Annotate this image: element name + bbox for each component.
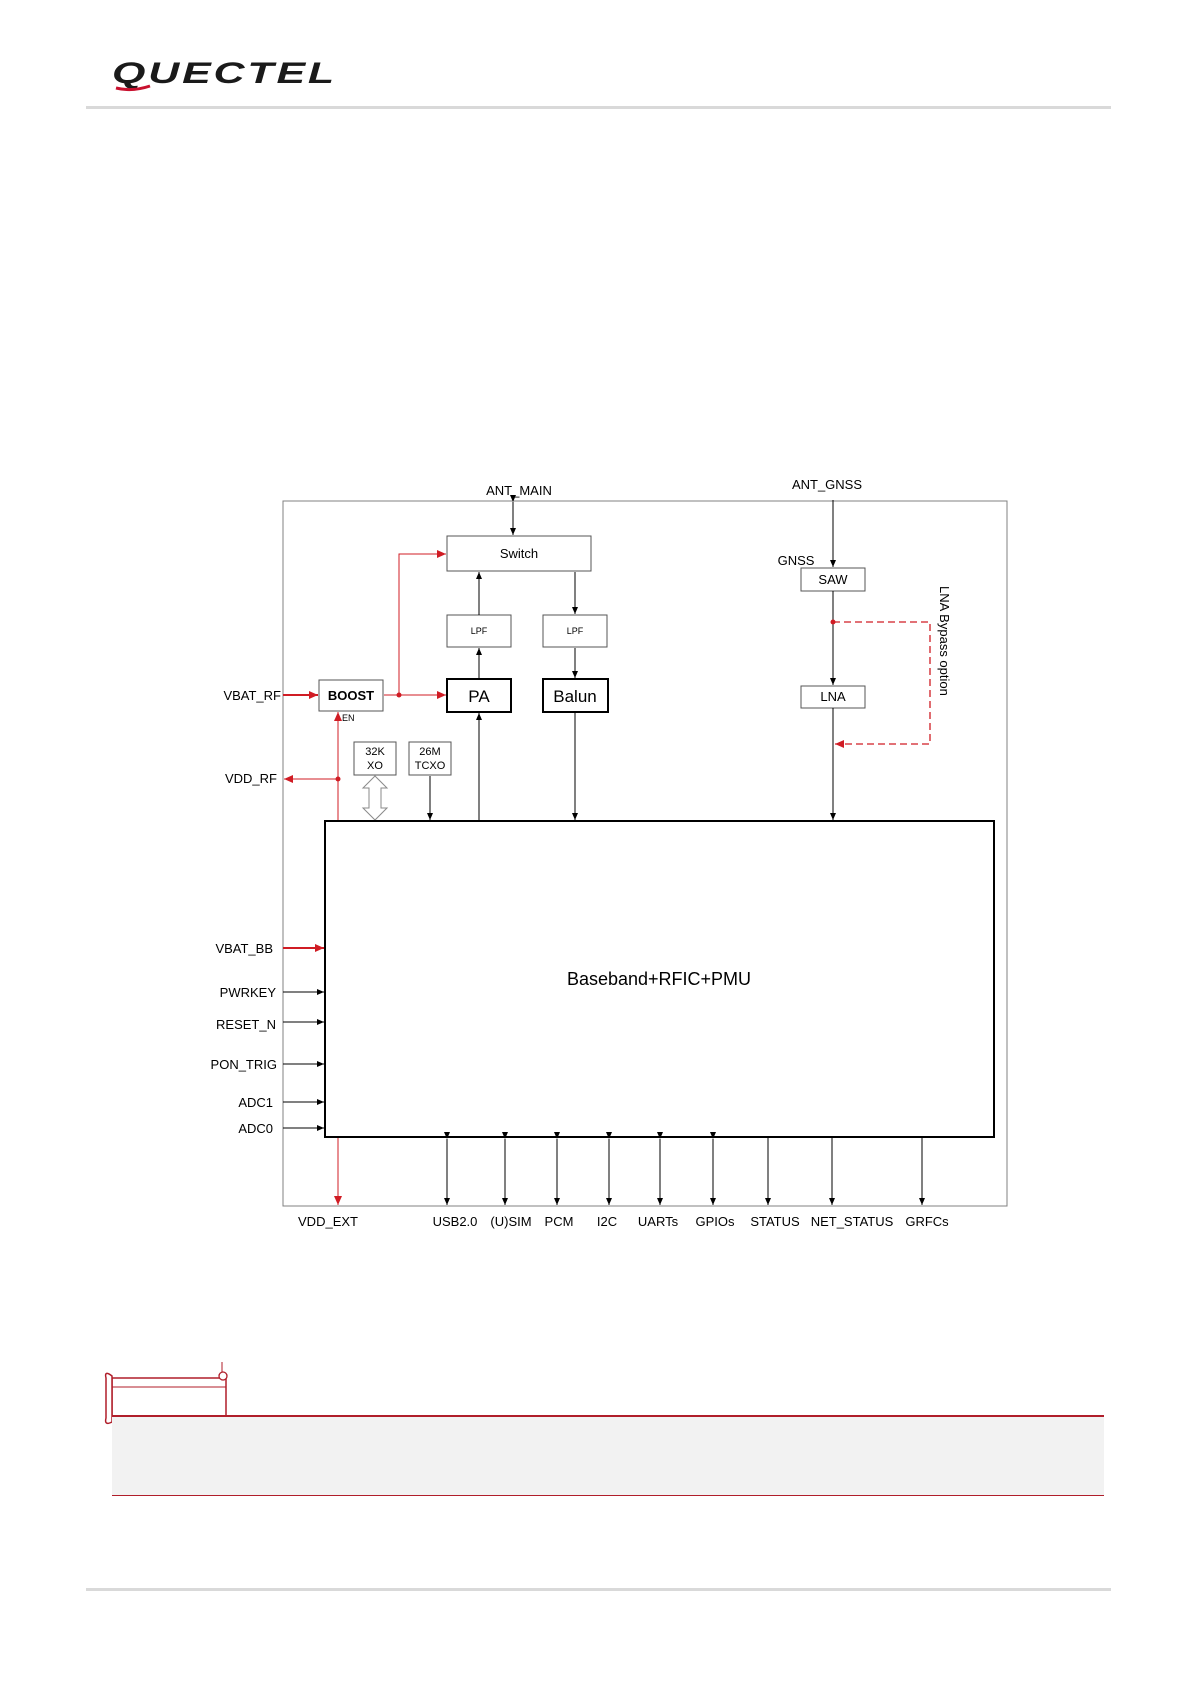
- note-top-rule: [112, 1415, 1104, 1417]
- i2c-label: I2C: [597, 1214, 617, 1229]
- lna-bypass-path: [833, 622, 930, 744]
- pon-trig-label: PON_TRIG: [211, 1057, 277, 1072]
- ant-gnss-label: ANT_GNSS: [792, 477, 862, 492]
- xo-32k-line2: XO: [367, 760, 383, 772]
- adc0-label: ADC0: [238, 1121, 273, 1136]
- xo-32k-line1: 32K: [365, 746, 385, 758]
- switch-label: Switch: [500, 546, 538, 561]
- status-label: STATUS: [750, 1214, 800, 1229]
- vbat-bb-label: VBAT_BB: [215, 941, 273, 956]
- tcxo-26m-line2: TCXO: [415, 760, 446, 772]
- lna-label: LNA: [820, 689, 846, 704]
- gnss-label: GNSS: [778, 553, 815, 568]
- vbat-rf-label: VBAT_RF: [223, 688, 281, 703]
- saw-label: SAW: [818, 572, 848, 587]
- vdd-rf-label: VDD_RF: [225, 771, 277, 786]
- ant-main-label: ANT_MAIN: [486, 483, 552, 498]
- gpios-label: GPIOs: [695, 1214, 735, 1229]
- boost-label: BOOST: [328, 688, 374, 703]
- usim-label: (U)SIM: [490, 1214, 531, 1229]
- note-bottom-rule: [112, 1495, 1104, 1496]
- net-status-label: NET_STATUS: [811, 1214, 894, 1229]
- lpf-left-label: LPF: [471, 626, 488, 636]
- balun-label: Balun: [553, 687, 596, 706]
- pcm-label: PCM: [545, 1214, 574, 1229]
- grfcs-label: GRFCs: [905, 1214, 949, 1229]
- adc1-label: ADC1: [238, 1095, 273, 1110]
- pa-label: PA: [468, 687, 490, 706]
- baseband-label: Baseband+RFIC+PMU: [567, 969, 751, 989]
- uarts-label: UARTs: [638, 1214, 679, 1229]
- lna-bypass-label: LNA Bypass option: [937, 586, 952, 696]
- footer-divider: [86, 1588, 1111, 1591]
- vdd-rf-node: [336, 777, 341, 782]
- vdd-ext-label: VDD_EXT: [298, 1214, 358, 1229]
- reset-n-label: RESET_N: [216, 1017, 276, 1032]
- pwrkey-label: PWRKEY: [220, 985, 277, 1000]
- note-box: [112, 1416, 1104, 1495]
- xo-32k-hollow-arrow: [363, 776, 387, 820]
- boost-en-label: EN: [342, 713, 355, 723]
- lpf-right-label: LPF: [567, 626, 584, 636]
- boost-to-switch: [399, 554, 446, 695]
- usb-label: USB2.0: [433, 1214, 478, 1229]
- tcxo-26m-line1: 26M: [419, 746, 440, 758]
